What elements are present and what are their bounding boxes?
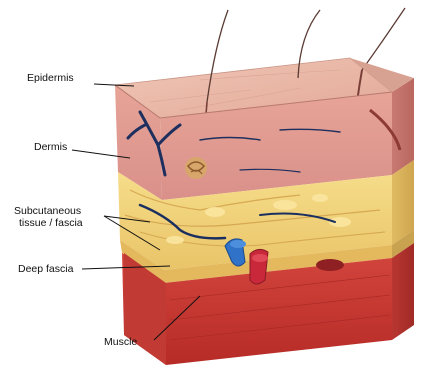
deep-fascia-label: Deep fascia	[18, 263, 73, 275]
dermis-label: Dermis	[34, 141, 67, 153]
muscle-label: Muscle	[104, 336, 137, 348]
side-vessel	[316, 259, 344, 271]
sweat-gland	[185, 157, 207, 179]
epidermis-label: Epidermis	[27, 72, 74, 84]
subcutaneous-label-line1: Subcutaneous	[14, 205, 81, 217]
artery	[250, 249, 268, 284]
subcutaneous-label-line2: tissue / fascia	[19, 217, 83, 229]
